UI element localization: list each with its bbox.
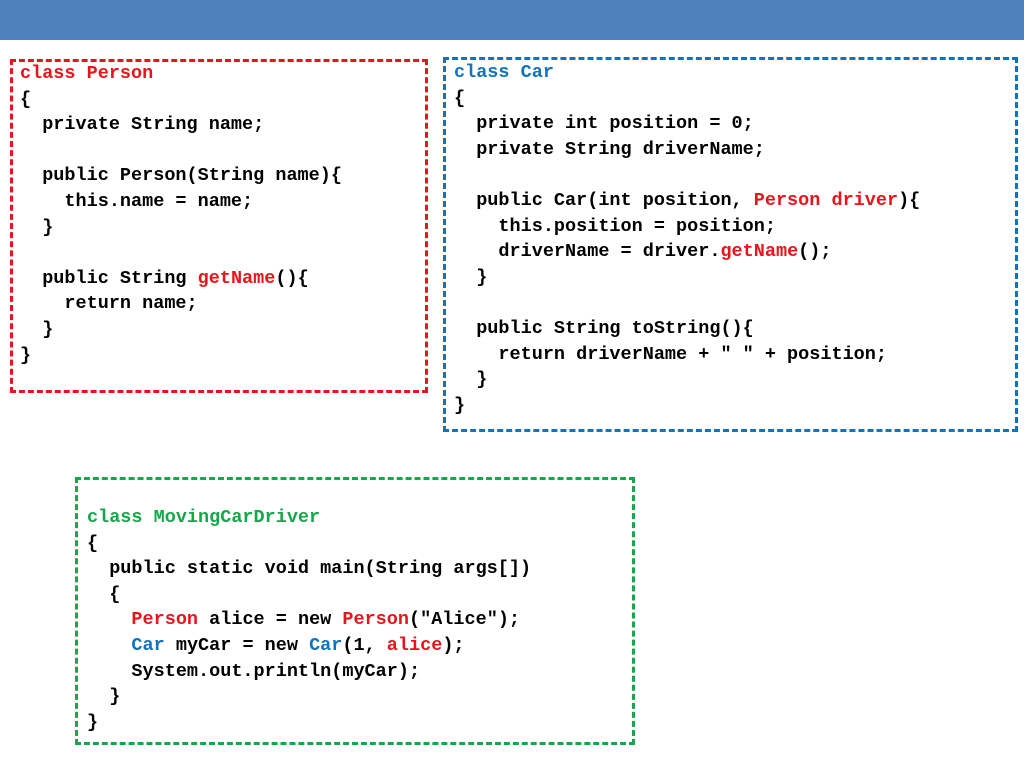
code-line: System.out.println(myCar); xyxy=(87,659,531,685)
person-class-box xyxy=(10,59,428,393)
code-token-highlight: Car xyxy=(131,634,165,656)
code-token: driverName = driver. xyxy=(454,241,721,263)
code-token: private String driverName; xyxy=(454,138,765,160)
code-line: { xyxy=(20,87,342,113)
code-token-highlight: alice xyxy=(386,634,443,656)
code-line: { xyxy=(454,86,920,112)
code-token: this.position = position; xyxy=(454,215,776,237)
code-token-highlight: Car xyxy=(309,634,343,656)
code-token-highlight: getName xyxy=(197,267,276,289)
code-token: public String xyxy=(20,267,198,289)
code-token: { xyxy=(20,88,32,110)
code-line: } xyxy=(20,317,342,343)
code-token: public Person(String name){ xyxy=(20,165,342,187)
code-token: ); xyxy=(442,634,465,656)
code-line: class MovingCarDriver xyxy=(87,505,531,531)
code-token: myCar = new xyxy=(164,634,310,656)
code-token-highlight: class Car xyxy=(454,62,554,83)
code-token: } xyxy=(87,711,99,733)
code-line: } xyxy=(20,343,342,369)
code-line xyxy=(20,138,342,164)
code-token: return driverName + " " + position; xyxy=(454,343,887,365)
moving-car-driver-class-box xyxy=(75,477,635,745)
code-token: ("Alice"); xyxy=(409,609,521,631)
code-token: } xyxy=(20,344,32,366)
code-line: Car myCar = new Car(1, alice); xyxy=(87,633,531,659)
code-line: } xyxy=(454,367,920,393)
code-line: class Person xyxy=(20,61,342,87)
code-line: { xyxy=(87,531,531,557)
code-line: public static void main(String args[]) xyxy=(87,556,531,582)
code-line: { xyxy=(87,582,531,608)
code-line: this.position = position; xyxy=(454,214,920,240)
code-token: ){ xyxy=(898,189,921,211)
code-token-highlight: class MovingCarDriver xyxy=(87,507,321,528)
moving-car-driver-class-code: class MovingCarDriver { public static voi… xyxy=(87,505,531,735)
code-token: } xyxy=(20,318,54,340)
code-line: private int position = 0; xyxy=(454,111,920,137)
code-token: { xyxy=(87,532,99,554)
code-token: } xyxy=(20,216,54,238)
code-token: this.name = name; xyxy=(20,190,254,212)
code-line: private String driverName; xyxy=(454,137,920,163)
code-token: alice = new xyxy=(198,609,343,631)
person-class-code: class Person { private String name; publi… xyxy=(20,61,342,368)
code-token-highlight: Person xyxy=(342,609,409,631)
code-line: public String toString(){ xyxy=(454,316,920,342)
code-token: } xyxy=(454,266,488,288)
code-token: (); xyxy=(798,241,832,263)
code-token: System.out.println(myCar); xyxy=(87,660,421,682)
code-line: Person alice = new Person("Alice"); xyxy=(87,607,531,633)
code-line: private String name; xyxy=(20,112,342,138)
code-line: driverName = driver.getName(); xyxy=(454,239,920,265)
car-class-code: class Car { private int position = 0; pri… xyxy=(454,60,920,418)
code-token: return name; xyxy=(20,293,198,315)
code-line: } xyxy=(454,265,920,291)
code-token: } xyxy=(454,394,466,416)
code-token: public String toString(){ xyxy=(454,317,754,339)
code-token: } xyxy=(454,369,488,391)
code-line: } xyxy=(87,710,531,736)
code-line: class Car xyxy=(454,60,920,86)
code-token xyxy=(87,635,131,656)
code-line: return driverName + " " + position; xyxy=(454,342,920,368)
slide-header-bar xyxy=(0,0,1024,40)
code-token xyxy=(87,609,131,630)
code-token-highlight: Person xyxy=(131,609,199,631)
code-token: private int position = 0; xyxy=(454,113,754,135)
code-token: (1, xyxy=(342,634,387,656)
code-token: { xyxy=(454,87,466,109)
code-line xyxy=(20,240,342,266)
code-token: (){ xyxy=(275,267,309,289)
code-token-highlight: class Person xyxy=(20,63,154,84)
code-line: } xyxy=(20,215,342,241)
code-line xyxy=(454,290,920,316)
code-token: { xyxy=(87,583,121,605)
code-token: public Car(int position, xyxy=(454,189,754,211)
code-line: } xyxy=(87,684,531,710)
code-token-highlight: Person driver xyxy=(753,189,899,211)
code-line: public String getName(){ xyxy=(20,266,342,292)
code-token: public static void main(String args[]) xyxy=(87,558,532,580)
code-token: } xyxy=(87,686,121,708)
code-line: public Person(String name){ xyxy=(20,163,342,189)
code-line xyxy=(454,162,920,188)
code-token: private String name; xyxy=(20,114,265,136)
code-token-highlight: getName xyxy=(720,241,799,263)
code-line: } xyxy=(454,393,920,419)
code-line: public Car(int position, Person driver){ xyxy=(454,188,920,214)
code-line: return name; xyxy=(20,291,342,317)
code-line: this.name = name; xyxy=(20,189,342,215)
car-class-box xyxy=(443,57,1018,432)
